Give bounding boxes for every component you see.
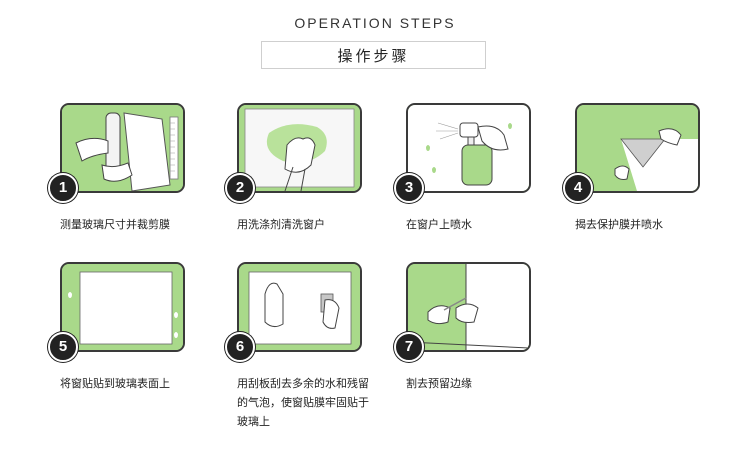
step-caption: 在窗户上喷水 [406,218,472,231]
section-title: 操作步骤 [261,41,486,69]
step-number-badge: 1 [48,173,78,203]
peel-film-icon [577,105,698,191]
step-caption: 割去预留边缘 [406,377,472,390]
spray-bottle-icon [408,105,529,191]
measure-cut-icon [62,105,183,191]
trim-edges-icon [408,264,529,350]
step-caption: 测量玻璃尺寸并裁剪膜 [60,218,170,231]
step-5: 5 将窗贴贴到玻璃表面上 [48,262,190,412]
apply-film-icon [62,264,183,350]
english-heading: OPERATION STEPS [294,15,456,31]
step-2: 2 用洗涤剂清洗窗户 [225,103,367,253]
step-caption: 揭去保护膜并喷水 [575,218,663,231]
step-2-illustration [237,103,362,193]
step-number-badge: 2 [225,173,255,203]
step-6-illustration [237,262,362,352]
step-4: 4 揭去保护膜并喷水 [563,103,705,253]
step-1-illustration [60,103,185,193]
step-number-badge: 6 [225,332,255,362]
step-number-badge: 7 [394,332,424,362]
step-3: 3 在窗户上喷水 [394,103,536,253]
step-caption: 用洗涤剂清洗窗户 [237,218,325,231]
step-4-illustration [575,103,700,193]
step-6: 6 用刮板刮去多余的水和残留的气泡，使窗贴膜牢固贴于玻璃上 [225,262,369,428]
step-7: 7 割去预留边缘 [394,262,536,412]
squeegee-icon [239,264,360,350]
step-number-badge: 4 [563,173,593,203]
step-number-badge: 5 [48,332,78,362]
step-5-illustration [60,262,185,352]
step-number-badge: 3 [394,173,424,203]
step-1: 1 测量玻璃尺寸并裁剪膜 [48,103,190,253]
step-3-illustration [406,103,531,193]
step-caption: 用刮板刮去多余的水和残留的气泡，使窗贴膜牢固贴于玻璃上 [237,377,369,428]
clean-window-icon [239,105,360,191]
step-caption: 将窗贴贴到玻璃表面上 [60,377,170,390]
step-7-illustration [406,262,531,352]
